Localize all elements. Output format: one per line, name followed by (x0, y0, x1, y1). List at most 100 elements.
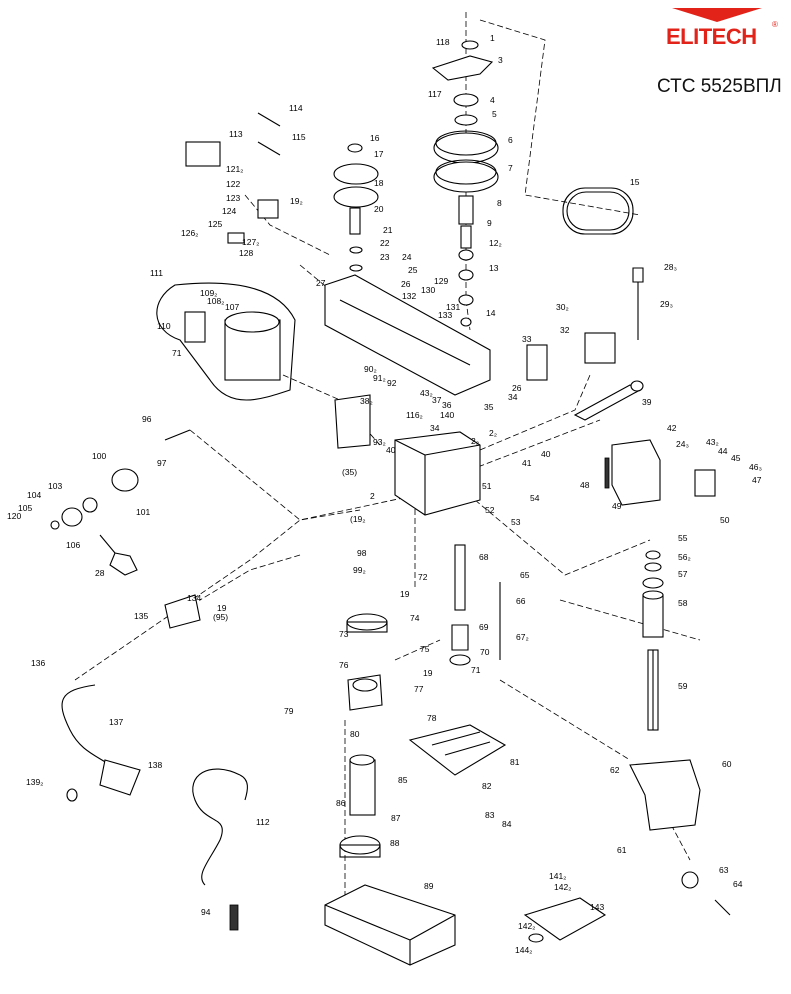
callout-label: 23 (380, 252, 390, 262)
callout-label: 93₂ (373, 437, 386, 447)
callout-label: 78 (427, 713, 437, 723)
callout-label: 144₂ (515, 945, 532, 955)
callout-label: 142₂ (518, 921, 535, 931)
callout-label: 68 (479, 552, 489, 562)
callout-label: 19 (423, 668, 433, 678)
callout-label: 135 (134, 611, 148, 621)
callout-label: 80 (350, 729, 360, 739)
motor-pulley-stack (333, 143, 379, 272)
callout-label: 70 (480, 647, 490, 657)
callout-label: 34 (430, 423, 440, 433)
callout-label: 103 (48, 481, 62, 491)
power-cord (192, 768, 248, 931)
callout-label: 108₂ (207, 296, 224, 306)
callout-label: 65 (520, 570, 530, 580)
callout-label: 127₂ (242, 237, 259, 247)
pulley-cover (324, 274, 491, 396)
callout-label: 15 (630, 177, 640, 187)
small-hardware (185, 112, 616, 381)
callout-label: 64 (733, 879, 743, 889)
callout-label: 34 (508, 392, 518, 402)
callout-label: 24 (402, 252, 412, 262)
callout-label: 26 (401, 279, 411, 289)
callout-label: 2₂ (471, 436, 479, 446)
callout-label: 36 (442, 400, 452, 410)
callout-label: 89 (424, 881, 434, 891)
callout-labels: 1118311745678912₂13129130131133132141141… (7, 33, 762, 955)
callout-label: 139₂ (26, 777, 43, 787)
callout-label: 142₂ (554, 882, 571, 892)
callout-label: 28₃ (664, 262, 677, 272)
callout-label: 60 (722, 759, 732, 769)
callout-label: 125 (208, 219, 222, 229)
callout-label: 71 (172, 348, 182, 358)
callout-label: 61 (617, 845, 627, 855)
callout-label: 40 (541, 449, 551, 459)
head-casting (394, 431, 481, 516)
column (339, 754, 381, 858)
callout-label: 87 (391, 813, 401, 823)
callout-label: 67₂ (516, 632, 529, 642)
callout-label: 121₂ (226, 164, 243, 174)
callout-label: 37 (432, 395, 442, 405)
callout-label: 43₂ (420, 388, 433, 398)
callout-label: 48 (580, 480, 590, 490)
callout-label: 33 (522, 334, 532, 344)
callout-label: 12₂ (489, 238, 502, 248)
callout-label: 128 (239, 248, 253, 258)
callout-label: 83 (485, 810, 495, 820)
callout-label: 9 (487, 218, 492, 228)
callout-label: 85 (398, 775, 408, 785)
callout-label: 97 (157, 458, 167, 468)
callout-label: 76 (339, 660, 349, 670)
callout-label: 6 (508, 135, 513, 145)
callout-label: 53 (511, 517, 521, 527)
callout-label: 71 (471, 665, 481, 675)
callout-label: (19₂ (350, 514, 366, 524)
callout-label: 25 (408, 265, 418, 275)
spindle-pulley-stack (431, 40, 499, 327)
callout-label: 55 (678, 533, 688, 543)
callout-label: 35 (484, 402, 494, 412)
callout-label: 8 (497, 198, 502, 208)
callout-label: 49 (612, 501, 622, 511)
callout-label: (35) (342, 467, 357, 477)
callout-label: 19₂ (290, 196, 303, 206)
callout-label: 69 (479, 622, 489, 632)
callout-label: 94 (201, 907, 211, 917)
callout-label: 29₃ (660, 299, 673, 309)
callout-label: 30₂ (556, 302, 569, 312)
base (324, 884, 456, 966)
callout-label: (95) (213, 612, 228, 622)
callout-label: 77 (414, 684, 424, 694)
callout-label: 143 (590, 902, 604, 912)
callout-label: 58 (678, 598, 688, 608)
callout-label: 24₃ (676, 439, 689, 449)
quill-parts (449, 544, 664, 731)
callout-label: 57 (678, 569, 688, 579)
callout-label: 117 (428, 89, 442, 99)
callout-label: 111 (150, 268, 163, 278)
callout-label: 1 (490, 33, 495, 43)
callout-label: 116₂ (406, 410, 423, 420)
switch-box (604, 439, 716, 506)
callout-label: 56₂ (678, 552, 691, 562)
callout-label: 118 (436, 37, 450, 47)
callout-label: 82 (482, 781, 492, 791)
callout-label: 120 (7, 511, 21, 521)
callout-label: 42 (667, 423, 677, 433)
callout-label: 137 (109, 717, 123, 727)
drill-chuck-assembly (629, 759, 731, 916)
callout-label: 47 (752, 475, 762, 485)
vise (523, 897, 607, 943)
callout-label: 122 (226, 179, 240, 189)
callout-label: 138 (148, 760, 162, 770)
callout-label: 86 (336, 798, 346, 808)
callout-label: 114 (289, 103, 303, 113)
callout-label: 112 (256, 817, 270, 827)
callout-label: 50 (720, 515, 730, 525)
callout-label: 54 (530, 493, 540, 503)
callout-label: 105 (18, 503, 32, 513)
callout-label: 2 (370, 491, 375, 501)
callout-label: 3 (498, 55, 503, 65)
